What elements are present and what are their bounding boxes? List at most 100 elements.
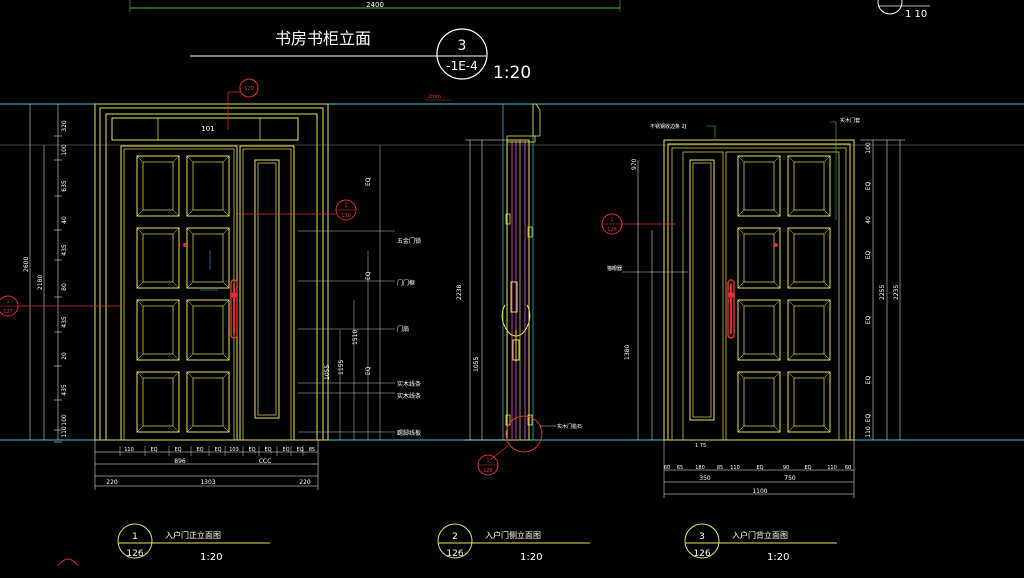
- front-total-width-main: 1303: [200, 479, 215, 486]
- svg-text:不锈钢收边条 2J: 不锈钢收边条 2J: [650, 123, 686, 130]
- back-total-height-1: 2255: [879, 285, 886, 300]
- callout-130: 1 130: [236, 199, 357, 221]
- svg-text:128: 128: [607, 227, 617, 233]
- view-title-1: 1 126 入户门正立面图 1:20: [117, 523, 270, 563]
- door-number-label: 101: [201, 125, 214, 133]
- back-bottom-dimension: 60: [845, 465, 851, 471]
- back-total-height-2: 2235: [893, 285, 900, 300]
- view-number: 3: [699, 532, 705, 542]
- svg-text:实木门槛石: 实木门槛石: [557, 423, 582, 430]
- back-width-2: 750: [784, 475, 796, 482]
- view-scale: 1:20: [520, 552, 542, 563]
- back-door-handle: [727, 279, 735, 339]
- front-vertical-dimension: 110: [61, 426, 68, 438]
- svg-text:EQ: EQ: [365, 271, 372, 280]
- corner-scale-text: 1 10: [905, 9, 927, 20]
- front-bottom-dimension: EQ: [264, 447, 271, 453]
- callout-129: 129: [227, 78, 259, 130]
- back-raised-panel: [787, 371, 831, 433]
- front-bottom-dimension: 110: [124, 447, 134, 453]
- view-scale: 1:20: [200, 552, 222, 563]
- back-vertical-dimension: EQ: [865, 315, 872, 324]
- back-vertical-dimension: 40: [865, 216, 872, 224]
- svg-text:1: 1: [6, 299, 9, 305]
- back-callout-128: 1 128: [601, 213, 676, 235]
- front-raised-panel: [186, 299, 230, 361]
- back-bottom-dimension: 110: [730, 465, 740, 471]
- svg-text:EQ: EQ: [365, 177, 372, 186]
- title-block: 书房书柜立面 3 -1E-4 1:20: [190, 28, 531, 83]
- callout-127: 1 127: [0, 295, 122, 317]
- front-raised-panel: [186, 371, 230, 433]
- title-circle-number: 3: [458, 38, 467, 54]
- back-raised-panel: [737, 371, 781, 433]
- svg-text:129: 129: [244, 86, 254, 92]
- back-vertical-dimension: 100: [865, 142, 872, 154]
- view-number: 1: [132, 532, 138, 542]
- view-name: 入户门正立面图: [165, 530, 221, 540]
- view-name: 入户门侧立面图: [485, 530, 541, 540]
- front-total-height: 2600: [23, 257, 30, 272]
- front-bottom-dimension: EQ: [196, 447, 203, 453]
- view-sheet: 126: [446, 549, 463, 559]
- corner-scale-marker: 1 10: [877, 0, 930, 20]
- back-elevation: 不锈钢收边条 2J 实木门套 猫眼器 1 128 100EQ40EQEQEQEQ…: [601, 117, 905, 498]
- front-bottom-dimension: EQ: [214, 447, 221, 453]
- svg-text:1510: 1510: [352, 330, 359, 345]
- front-vertical-dimension: 435: [61, 384, 68, 396]
- front-mid-width-1: 896: [174, 458, 186, 465]
- back-raised-panel: [737, 155, 781, 217]
- back-width-1: 350: [699, 475, 711, 482]
- back-vertical-dimension: EQ: [865, 375, 872, 384]
- front-raised-panel: [136, 227, 180, 289]
- view-sheet: 126: [693, 549, 710, 559]
- side-callout-128: 1 128: [477, 415, 543, 476]
- front-raised-panel: [186, 227, 230, 289]
- view-number: 2: [452, 532, 458, 542]
- back-raised-panel: [787, 227, 831, 289]
- back-raised-panel: [737, 299, 781, 361]
- front-sub-height: 2180: [37, 275, 44, 290]
- view-scale: 1:20: [767, 552, 789, 563]
- title-circle: [436, 28, 488, 80]
- svg-text:127: 127: [3, 309, 13, 315]
- front-bottom-dimension: 103: [229, 447, 239, 453]
- svg-text:门门框: 门门框: [397, 279, 415, 287]
- back-bottom-dimension: 65: [677, 465, 683, 471]
- back-total-width: 1100: [752, 488, 767, 495]
- svg-text:130: 130: [341, 213, 351, 219]
- back-bottom-dimension: 85: [717, 465, 723, 471]
- back-left-height-1: 970: [631, 158, 638, 170]
- front-raised-panel: [186, 155, 230, 217]
- drawing-title: 书房书柜立面: [275, 29, 371, 48]
- back-raised-panel: [787, 299, 831, 361]
- svg-text:猫眼器: 猫眼器: [607, 265, 622, 272]
- svg-text:1: 1: [344, 203, 347, 209]
- front-mid-width-2: CCC: [259, 458, 272, 465]
- front-total-width-left: 220: [106, 479, 118, 486]
- front-bottom-dimension: EQ: [248, 447, 255, 453]
- back-bottom-dimension: 90: [783, 465, 789, 471]
- back-bottom-dimension: 180: [695, 465, 705, 471]
- front-elevation: 101: [0, 78, 421, 490]
- title-scale: 1:20: [493, 63, 531, 83]
- svg-text:1: 1: [486, 458, 489, 464]
- view-sheet: 126: [126, 549, 143, 559]
- front-bottom-dimension: EQ: [150, 447, 157, 453]
- svg-text:EQ: EQ: [365, 366, 372, 375]
- back-vertical-dimension: 110: [865, 426, 872, 438]
- front-door-panels: [136, 155, 230, 433]
- front-bottom-dimension: EQ: [174, 447, 181, 453]
- side-height-1: 2238: [456, 285, 463, 300]
- back-bottom-dimension: EQ: [756, 465, 763, 471]
- top-dimension-line: 2400: [130, 1, 620, 9]
- front-bottom-dimension: EQ: [282, 447, 289, 453]
- svg-text:实木线条: 实木线条: [397, 380, 421, 388]
- back-vertical-dimension: EQ: [865, 413, 872, 422]
- back-bottom-dimension: EQ: [804, 465, 811, 471]
- svg-text:1155: 1155: [338, 360, 345, 375]
